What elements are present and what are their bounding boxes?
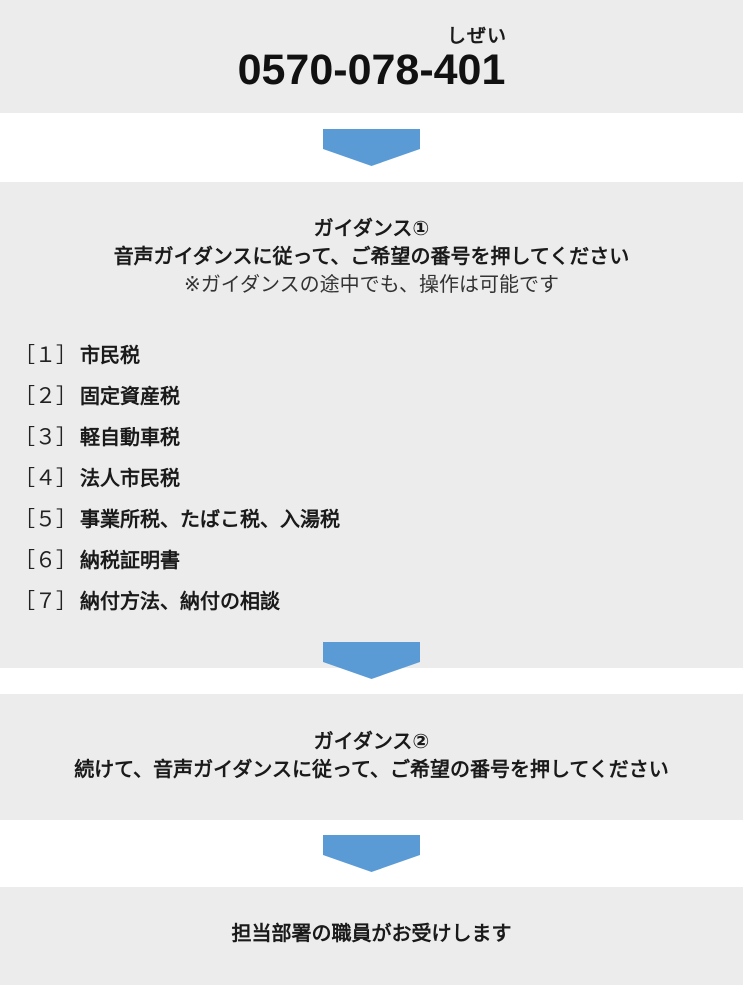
phone-number: 0570-078-401 [237, 46, 506, 94]
guidance-1-title: ガイダンス① [313, 216, 430, 240]
guidance-2-title: ガイダンス② [313, 729, 430, 753]
guidance-menu-list: ［１］ 市民税 ［２］ 固定資産税 ［３］ 軽自動車税 ［４］ 法人市民税 ［５… [14, 333, 340, 620]
menu-item-key: ［５］ [14, 506, 77, 531]
menu-item-label: 事業所税、たばこ税、入湯税 [80, 507, 340, 531]
phone-number-box [0, 0, 743, 113]
phone-number-ruby: しぜい [447, 25, 508, 47]
menu-item-key: ［２］ [14, 383, 77, 408]
menu-item-key: ［７］ [14, 588, 77, 613]
menu-item-label: 納付方法、納付の相談 [80, 589, 280, 613]
menu-item-5: ［５］ 事業所税、たばこ税、入湯税 [14, 497, 340, 538]
guidance-2-box [0, 694, 743, 820]
menu-item-key: ［４］ [14, 465, 77, 490]
menu-item-6: ［６］ 納税証明書 [14, 538, 340, 579]
menu-item-label: 市民税 [80, 343, 140, 367]
menu-item-label: 法人市民税 [80, 466, 180, 490]
menu-item-key: ［３］ [14, 424, 77, 449]
menu-item-key: ［１］ [14, 342, 77, 367]
down-arrow-icon [323, 129, 420, 166]
guidance-1-note: ※ガイダンスの途中でも、操作は可能です [184, 272, 559, 296]
down-arrow-icon [323, 642, 420, 679]
guidance-1-instruction: 音声ガイダンスに従って、ご希望の番号を押してください [113, 244, 630, 268]
menu-item-4: ［４］ 法人市民税 [14, 456, 340, 497]
menu-item-1: ［１］ 市民税 [14, 333, 340, 374]
menu-item-label: 納税証明書 [80, 548, 180, 572]
menu-item-7: ［７］ 納付方法、納付の相談 [14, 579, 340, 620]
menu-item-key: ［６］ [14, 547, 77, 572]
menu-item-label: 固定資産税 [80, 384, 180, 408]
down-arrow-icon [323, 835, 420, 872]
staff-box [0, 887, 743, 985]
guidance-1-box [0, 182, 743, 668]
staff-message: 担当部署の職員がお受けします [231, 921, 512, 945]
menu-item-2: ［２］ 固定資産税 [14, 374, 340, 415]
guidance-2-instruction: 続けて、音声ガイダンスに従って、ご希望の番号を押してください [74, 757, 669, 781]
menu-item-label: 軽自動車税 [80, 425, 180, 449]
menu-item-3: ［３］ 軽自動車税 [14, 415, 340, 456]
